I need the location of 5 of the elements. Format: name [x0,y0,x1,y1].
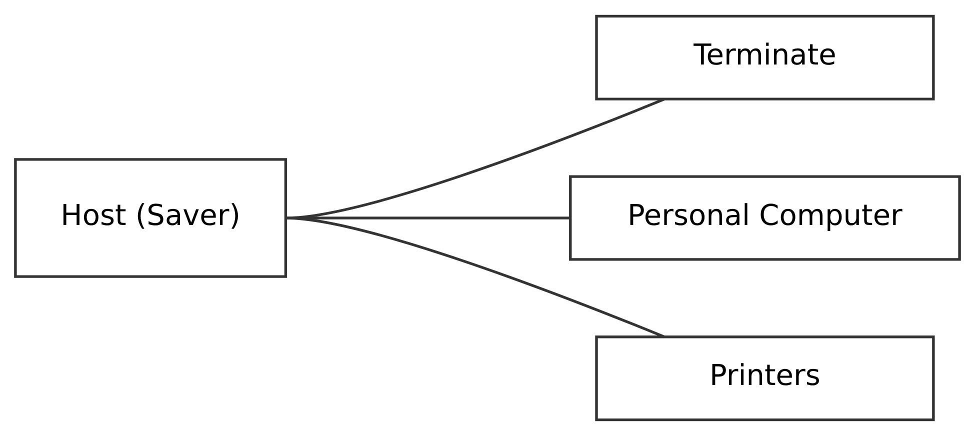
node-box: Terminate [595,14,935,100]
connector [286,216,665,338]
node-box: Personal Computer [569,175,961,261]
node-box: Printers [595,336,935,422]
node-box: Host (Saver) [14,158,288,278]
